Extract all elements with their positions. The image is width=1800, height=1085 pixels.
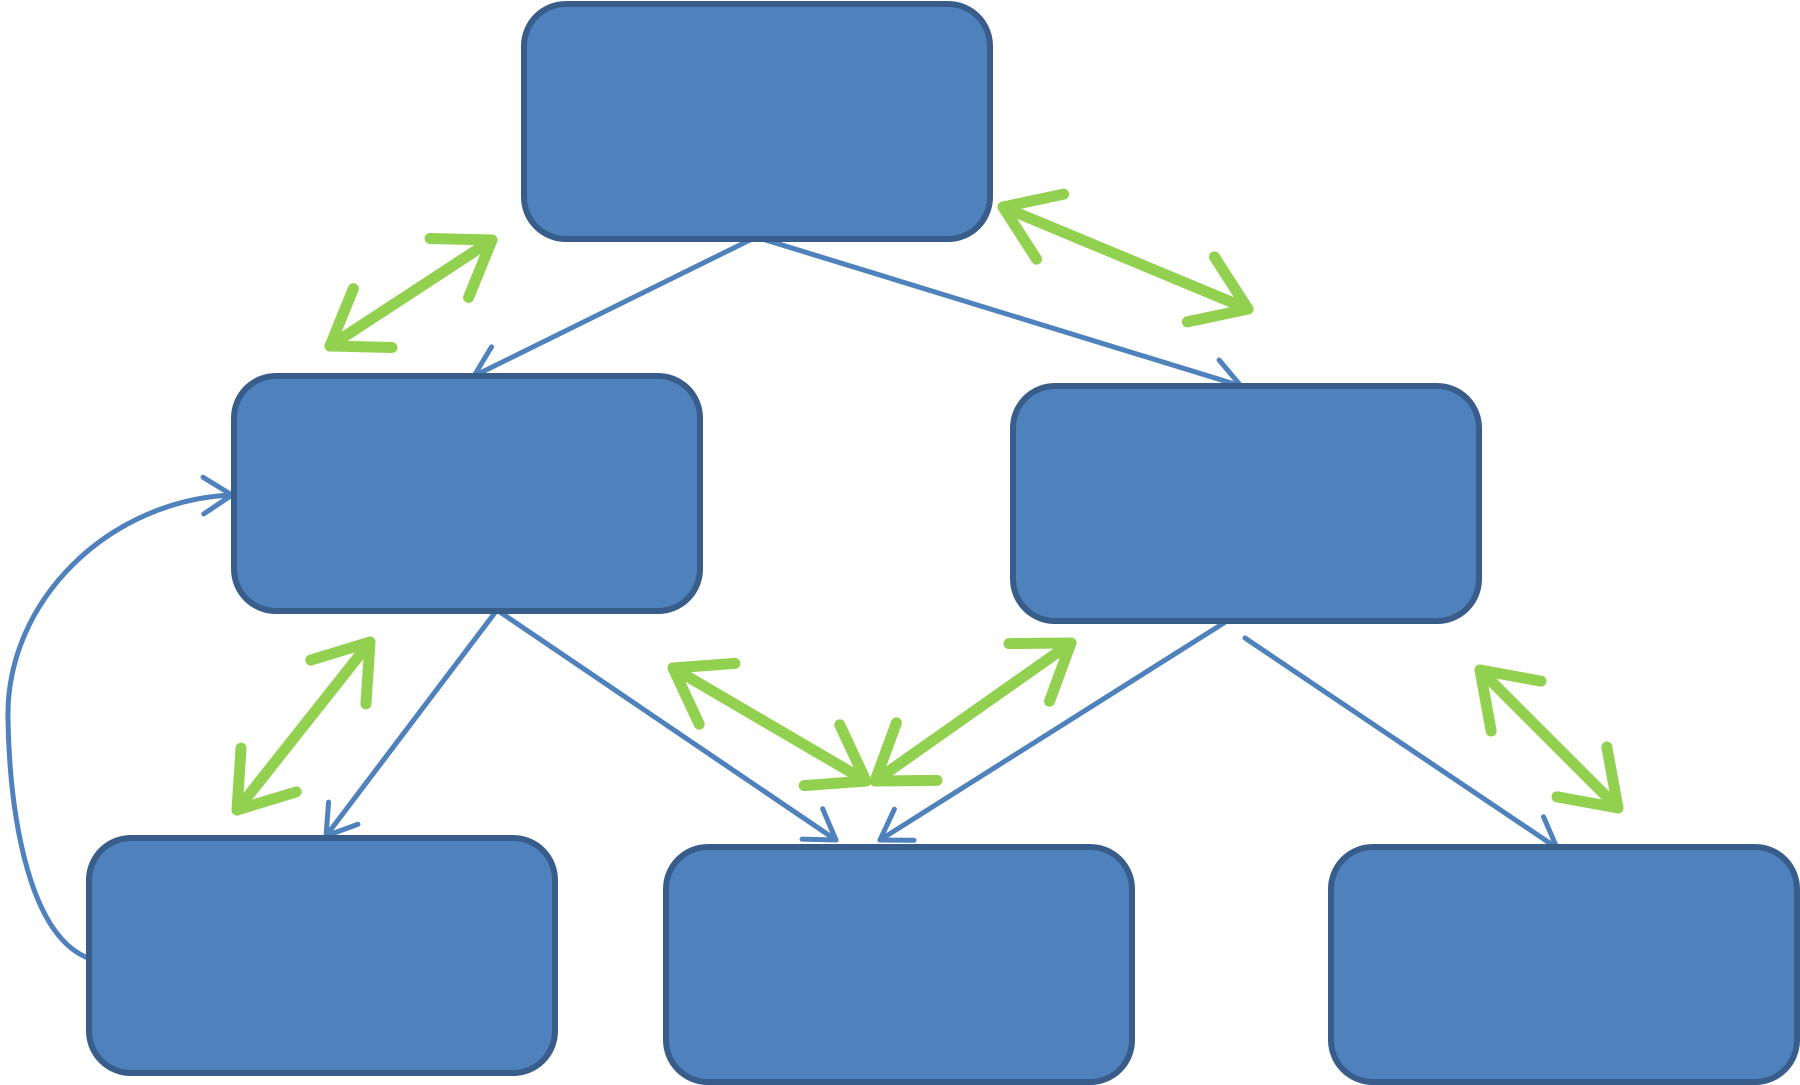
double-arrowhead-icon — [997, 188, 1070, 265]
double-arrowhead-icon — [424, 232, 498, 303]
node-box — [1010, 383, 1482, 624]
double-arrowhead-icon — [869, 717, 943, 787]
node-box — [86, 835, 558, 1076]
double-arrowhead-icon — [667, 657, 741, 730]
edge-middle-right-to-bottom-right — [1242, 635, 1560, 851]
node-bottom-right[interactable] — [1328, 844, 1800, 1085]
association-top-middle-left — [324, 232, 498, 354]
association-middle-left-bottom-left — [231, 636, 376, 816]
edge-line — [753, 234, 1244, 389]
edge-middle-left-to-bottom-center — [494, 607, 839, 843]
double-arrowhead-icon — [324, 283, 398, 354]
double-arrowhead-icon — [305, 636, 376, 710]
association-line — [324, 234, 498, 352]
association-middle-right-bottom-right — [1474, 664, 1624, 814]
arrowhead-icon — [877, 806, 917, 843]
node-box — [231, 373, 703, 614]
edge-top-to-middle-left — [471, 234, 759, 383]
edge-line — [1242, 635, 1560, 851]
node-top[interactable] — [521, 1, 993, 242]
edge-line — [877, 618, 1230, 843]
node-box — [1328, 844, 1800, 1085]
double-arrowhead-icon — [1474, 664, 1547, 737]
edge-middle-right-to-bottom-center — [877, 618, 1230, 843]
edge-line — [471, 234, 759, 379]
node-bottom-left[interactable] — [86, 835, 558, 1076]
node-box — [663, 844, 1135, 1085]
association-line — [869, 637, 1077, 787]
edge-line — [323, 607, 500, 839]
edge-line — [494, 607, 839, 843]
node-middle-right[interactable] — [1010, 383, 1482, 624]
double-arrowhead-icon — [231, 742, 302, 816]
double-arrowhead-icon — [1551, 741, 1624, 814]
association-line — [1474, 664, 1624, 814]
association-middle-right-bottom-center — [869, 637, 1077, 787]
association-middle-left-bottom-center — [667, 657, 872, 792]
node-bottom-center[interactable] — [663, 844, 1135, 1085]
association-top-middle-right — [997, 188, 1254, 328]
double-arrowhead-icon — [1181, 251, 1254, 328]
double-arrowhead-icon — [798, 719, 872, 792]
association-line — [231, 636, 376, 816]
nodes-layer — [86, 1, 1800, 1085]
node-middle-left[interactable] — [231, 373, 703, 614]
node-box — [521, 1, 993, 242]
edge-line — [5, 492, 235, 961]
arrowhead-icon — [799, 806, 839, 843]
association-line — [667, 662, 872, 787]
double-arrowhead-icon — [1003, 637, 1077, 707]
associations-layer — [231, 188, 1624, 816]
association-line — [997, 201, 1254, 315]
edge-top-to-middle-right — [753, 234, 1244, 398]
